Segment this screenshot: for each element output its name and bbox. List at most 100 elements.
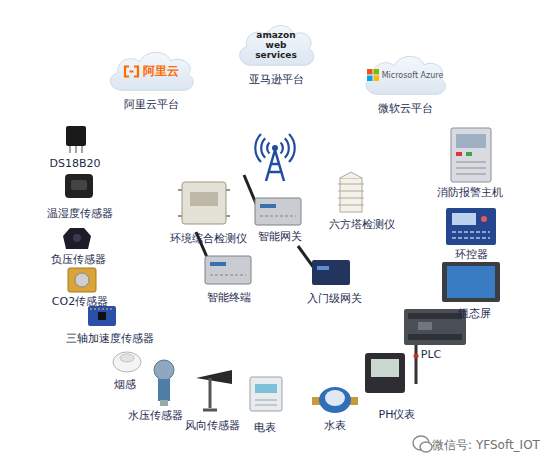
antenna-tower-part	[266, 150, 284, 181]
environment-monitor	[178, 182, 230, 224]
smart-terminal-part	[210, 262, 226, 266]
water-meter-part	[312, 397, 320, 405]
antenna-tower-part	[255, 134, 294, 162]
climate-controller-part	[446, 208, 496, 245]
entry-gateway-part	[298, 246, 314, 268]
water-pressure-sensor	[154, 360, 174, 406]
co2-sensor-part	[68, 268, 96, 292]
accelerometer-board	[88, 306, 116, 326]
device-label: DS18B20	[50, 157, 101, 170]
water-meter	[312, 387, 358, 413]
louver-tower-part	[340, 172, 362, 178]
cloud-outline	[366, 56, 445, 94]
antenna-tower-part	[267, 142, 283, 153]
microsoft-square	[367, 69, 373, 75]
entry-gateway-part	[317, 266, 329, 270]
plc-unit-part	[408, 334, 462, 340]
microsoft-square	[367, 76, 373, 82]
louver-tower	[338, 172, 364, 212]
device-label: 组态屏	[458, 307, 491, 320]
ds18b20-chip	[66, 126, 86, 153]
accelerometer-board-part	[90, 309, 114, 310]
device-label: 温湿度传感器	[47, 207, 113, 220]
platform-logo: amazon web services	[253, 30, 299, 60]
entry-gateway	[298, 246, 350, 285]
environment-monitor-part	[178, 190, 230, 216]
climate-controller	[446, 208, 496, 245]
platform-logo: Microsoft Azure	[367, 69, 444, 81]
device-label: 烟感	[114, 378, 136, 391]
fire-alarm-panel-part	[451, 128, 491, 182]
water-pressure-sensor-part	[154, 360, 174, 380]
microsoft-square	[373, 69, 379, 75]
device-label: 入门级网关	[307, 292, 362, 305]
electric-meter	[250, 377, 282, 411]
fire-alarm-panel-part	[466, 152, 472, 156]
climate-controller-part	[452, 232, 490, 238]
environment-monitor-part	[182, 182, 226, 224]
climate-controller-part	[452, 213, 476, 225]
watermark: 微信号: YFSoft_IOT	[432, 439, 540, 452]
cloud-body: Microsoft Azure	[360, 52, 450, 98]
microsoft-icon	[367, 69, 379, 81]
plc-unit	[404, 309, 466, 345]
device-label: 环境综合检测仪	[170, 232, 247, 245]
water-pressure-sensor-part	[158, 379, 170, 401]
device-label: PH仪表	[379, 408, 416, 421]
environment-monitor-part	[190, 192, 218, 206]
device-label: 电表	[254, 421, 276, 434]
fire-alarm-panel-part	[456, 162, 486, 174]
ds18b20-chip-part	[66, 126, 86, 146]
device-label: 三轴加速度传感器	[66, 332, 154, 345]
water-meter-part	[350, 397, 358, 405]
fire-alarm-panel-part	[456, 152, 462, 156]
cloud-outline	[110, 52, 193, 90]
humidity-sensor-part	[71, 180, 87, 190]
wechat-icon	[413, 436, 432, 452]
cloud-platform: amazon web services亚马逊平台	[234, 21, 318, 86]
cloud-body: amazon web services	[234, 21, 318, 69]
smoke-detector	[113, 352, 141, 372]
ph-meter-part	[365, 353, 405, 393]
smart-terminal-part	[205, 256, 251, 284]
fire-alarm-panel	[451, 128, 491, 182]
cloud-platform: 阿里云阿里云平台	[104, 48, 198, 111]
device-label: CO2传感器	[52, 295, 108, 308]
antenna-tower-part	[261, 138, 289, 158]
antenna-tower-part	[272, 145, 278, 151]
ph-meter-part	[414, 354, 419, 359]
fire-alarm-panel-part	[456, 134, 486, 148]
device-label: 智能网关	[258, 230, 302, 243]
hmi-screen	[442, 262, 500, 302]
hmi-screen-part	[447, 266, 495, 298]
louver-tower-part	[340, 178, 362, 212]
cloud-outline	[240, 26, 314, 66]
electric-meter-part	[250, 377, 282, 411]
wind-vane-part	[203, 409, 217, 412]
co2-sensor	[68, 268, 96, 292]
smart-gateway	[244, 175, 301, 225]
device-label: 负压传感器	[51, 253, 106, 266]
logo-text: 阿里云	[143, 63, 179, 80]
device-label: PLC	[421, 348, 441, 361]
accelerometer-board-part	[88, 306, 116, 326]
device-label: 智能终端	[207, 291, 251, 304]
water-pressure-sensor-part	[160, 400, 168, 406]
device-label: 水表	[324, 419, 346, 432]
microsoft-square	[373, 76, 379, 82]
wechat-icon-part	[420, 442, 432, 452]
pressure-sensor	[63, 228, 91, 249]
antenna-tower	[255, 134, 294, 181]
platform-name: 微软云平台	[378, 102, 433, 115]
device-label: 六方塔检测仪	[329, 218, 395, 231]
wind-vane-part	[209, 378, 212, 408]
smoke-detector-part	[113, 352, 141, 372]
louver-tower-part	[338, 184, 364, 205]
pressure-sensor-part	[73, 234, 81, 242]
device-label: 水压传感器	[128, 409, 183, 422]
plc-unit-part	[418, 322, 432, 330]
smart-terminal-part	[210, 275, 246, 276]
water-meter-part	[325, 390, 345, 406]
device-label: 风向传感器	[185, 419, 240, 432]
aliyun-icon	[123, 65, 140, 78]
